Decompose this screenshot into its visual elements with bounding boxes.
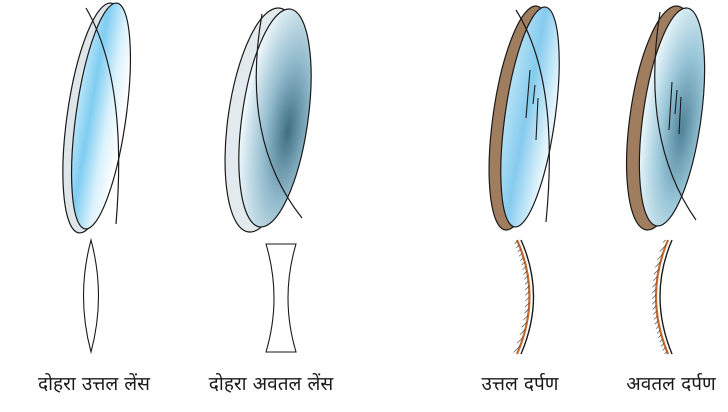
caption-convex-mirror: उत्तल दर्पण bbox=[481, 372, 558, 396]
concave-lens-symbol bbox=[266, 244, 296, 352]
convex-mirror-3d bbox=[478, 2, 571, 234]
concave-mirror-3d bbox=[615, 2, 716, 235]
convex-mirror-symbol bbox=[513, 240, 534, 354]
convex-lens-3d bbox=[51, 0, 141, 237]
concave-mirror-symbol bbox=[652, 240, 672, 354]
concave-lens-3d bbox=[213, 3, 323, 237]
caption-concave-mirror: अवतल दर्पण bbox=[626, 372, 715, 396]
caption-double-concave-lens: दोहरा अवतल लेंस bbox=[209, 372, 333, 396]
caption-double-convex-lens: दोहरा उत्तल लेंस bbox=[38, 372, 150, 396]
convex-lens-symbol bbox=[84, 240, 99, 352]
